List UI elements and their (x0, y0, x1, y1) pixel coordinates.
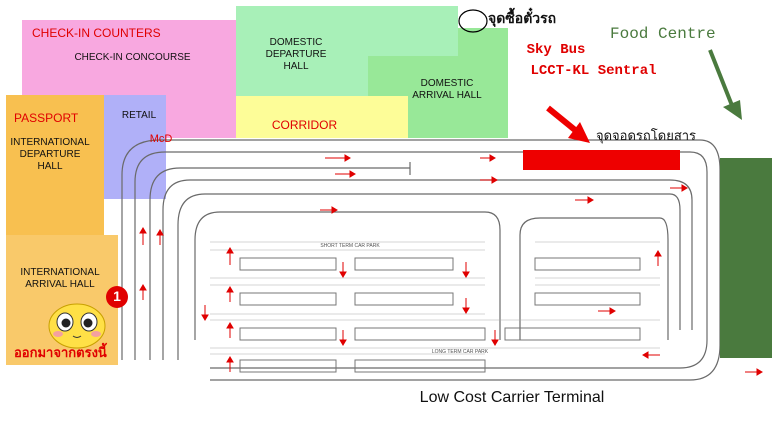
traffic-arrows (139, 154, 763, 376)
short-term-car-park-label: SHORT TERM CAR PARK (320, 243, 380, 249)
bus-stop-pointer-icon (546, 105, 590, 143)
corridor-label: CORRIDOR (271, 118, 338, 132)
food-centre-label: Food Centre (610, 25, 716, 43)
corridor-zone (236, 96, 408, 138)
skybus-route-label: LCCT-KL Sentral (530, 63, 657, 79)
domestic-departure-label: DOMESTIC DEPARTURE HALL (265, 37, 327, 72)
intl-departure-label: INTERNATIONAL DEPARTURE HALL (10, 137, 90, 172)
bus-stop-marker (523, 150, 680, 170)
bus-stop-label: จุดจอดรถโดยสาร (596, 128, 697, 143)
domestic-departure-extension (368, 6, 458, 56)
marker-number-label: 1 (113, 288, 121, 304)
retail-label: RETAIL (121, 110, 157, 121)
intl-arrival-label: INTERNATIONAL ARRIVAL HALL (20, 267, 100, 290)
ticket-point-label: จุดซื้อตั๋วรถ (488, 10, 557, 26)
exit-here-label: ออกมาจากตรงนี้ (14, 345, 107, 360)
checkin-counters-label: CHECK-IN COUNTERS (32, 26, 161, 40)
mcd-label: McD (149, 133, 173, 145)
skybus-label: Sky Bus (526, 42, 586, 58)
domestic-departure-zone (236, 6, 368, 96)
passport-label: PASSPORT (14, 111, 79, 125)
checkin-concourse-label: CHECK-IN CONCOURSE (74, 52, 191, 63)
long-term-car-park-label: LONG TERM CAR PARK (431, 349, 489, 355)
domestic-arrival-label: DOMESTIC ARRIVAL HALL (412, 78, 482, 101)
ticket-point-marker (458, 9, 488, 33)
terminal-title: Low Cost Carrier Terminal (419, 389, 605, 406)
marker-badge-icon (106, 286, 128, 308)
parking-row (239, 257, 641, 373)
passport-zone (6, 95, 104, 235)
smiley-face-icon (48, 303, 106, 349)
food-centre-block (720, 158, 772, 358)
food-centre-pointer-icon (708, 49, 742, 120)
domestic-arrival-upper (458, 28, 508, 56)
